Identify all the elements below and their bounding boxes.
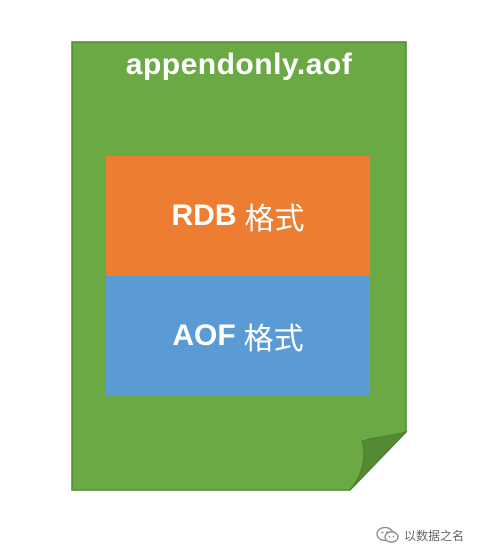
aof-format-label: AOF (172, 318, 236, 352)
rdb-section-box (106, 156, 370, 276)
watermark: 以数据之名 (376, 526, 464, 544)
file-page-fold (349, 431, 408, 491)
aof-section-box (106, 276, 370, 395)
file-title: appendonly.aof (125, 48, 353, 81)
rdb-format-suffix: 格式 (244, 202, 305, 237)
aof-format-section: AOF 格式 (106, 276, 370, 395)
wechat-icon (376, 526, 399, 543)
watermark-text: 以数据之名 (404, 528, 465, 543)
rdb-format-label: RDB (171, 199, 237, 232)
aof-format-suffix: 格式 (243, 321, 304, 357)
rdb-format-section: RDB 格式 (106, 156, 370, 276)
